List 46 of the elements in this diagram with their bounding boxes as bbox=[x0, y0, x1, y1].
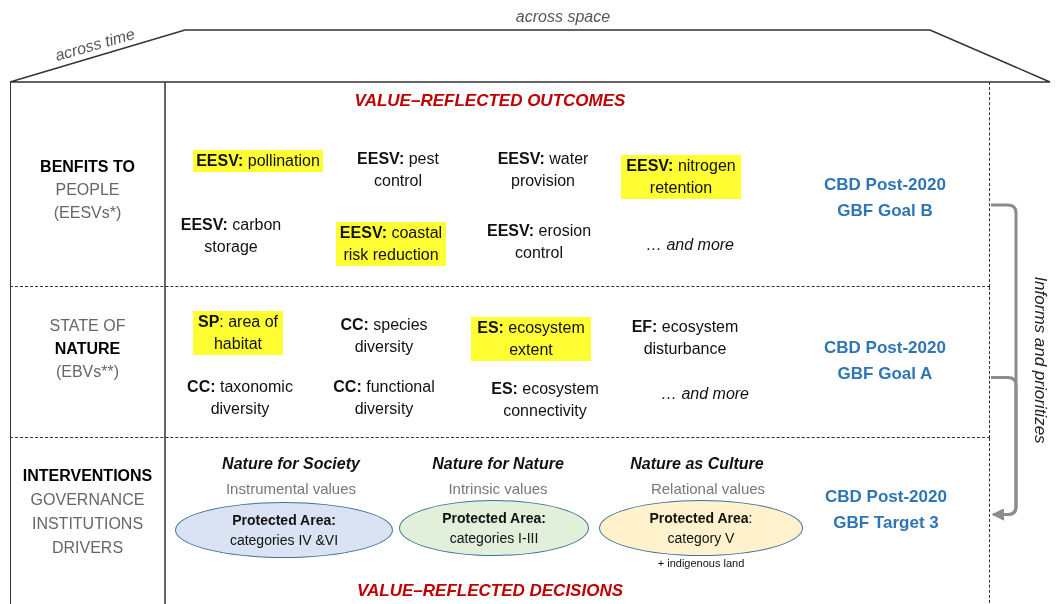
axis-caption: across space bbox=[514, 7, 612, 27]
highlighted-item: EESV: pollination bbox=[193, 150, 323, 172]
protected-area-ellipse: Protected Area: categories I-III bbox=[399, 500, 589, 556]
highlighted-item: EESV: coastal risk reduction bbox=[336, 222, 446, 266]
item-text: CC: species diversity bbox=[339, 315, 429, 357]
protected-area-ellipse: Protected Area: categories IV &VI bbox=[175, 502, 393, 558]
target-text: CBD Post-2020 GBF Goal A bbox=[823, 337, 947, 385]
bracket-arrow bbox=[991, 376, 1018, 521]
item-text: … and more bbox=[659, 384, 750, 404]
item-text: EF: ecosystem disturbance bbox=[630, 317, 740, 359]
item-text: CC: functional diversity bbox=[332, 377, 436, 419]
item-text: EESV: pest control bbox=[356, 149, 440, 191]
row-heading: INSTITUTIONS bbox=[30, 514, 145, 534]
highlighted-item: SP: area of habitat bbox=[193, 311, 283, 355]
row-heading: INTERVENTIONS bbox=[21, 466, 154, 486]
row-heading: BENFITS TO bbox=[39, 157, 136, 177]
item-text: … and more bbox=[644, 235, 735, 255]
axis-caption: across time bbox=[52, 24, 138, 66]
row-heading: (EBVs**) bbox=[54, 362, 121, 382]
target-text: CBD Post-2020 GBF Goal B bbox=[823, 174, 947, 222]
section-heading: VALUE–REFLECTED DECISIONS bbox=[355, 580, 625, 602]
column-heading: Nature as Culture bbox=[629, 454, 765, 474]
target-text: CBD Post-2020 GBF Target 3 bbox=[824, 486, 948, 534]
item-text: EESV: water provision bbox=[496, 149, 590, 191]
row-band bbox=[10, 438, 990, 604]
row-heading: NATURE bbox=[53, 339, 122, 359]
note-text: + indigenous land bbox=[656, 557, 746, 569]
value-type-text: Intrinsic values bbox=[447, 479, 549, 499]
protected-area-ellipse: Protected Area: category V bbox=[599, 500, 803, 556]
column-heading: Nature for Nature bbox=[431, 454, 565, 474]
item-text: ES: ecosystem connectivity bbox=[490, 379, 600, 421]
row-heading: GOVERNANCE bbox=[29, 490, 146, 510]
value-type-text: Instrumental values bbox=[224, 479, 358, 499]
item-text: EESV: carbon storage bbox=[179, 215, 283, 257]
value-type-text: Relational values bbox=[649, 479, 767, 499]
column-heading: Nature for Society bbox=[221, 454, 362, 474]
highlighted-item: EESV: nitrogen retention bbox=[621, 155, 741, 199]
highlighted-item: ES: ecosystem extent bbox=[471, 317, 591, 361]
row-heading: (EESVs*) bbox=[52, 203, 123, 223]
row-heading: PEOPLE bbox=[54, 180, 121, 200]
row-heading: STATE OF bbox=[48, 316, 127, 336]
item-text: CC: taxonomic diversity bbox=[186, 377, 294, 419]
item-text: EESV: erosion control bbox=[485, 221, 593, 263]
row-heading: DRIVERS bbox=[50, 538, 125, 558]
section-heading: VALUE–REFLECTED OUTCOMES bbox=[353, 90, 627, 112]
edge-label: Informs and prioritizes bbox=[1030, 275, 1051, 446]
